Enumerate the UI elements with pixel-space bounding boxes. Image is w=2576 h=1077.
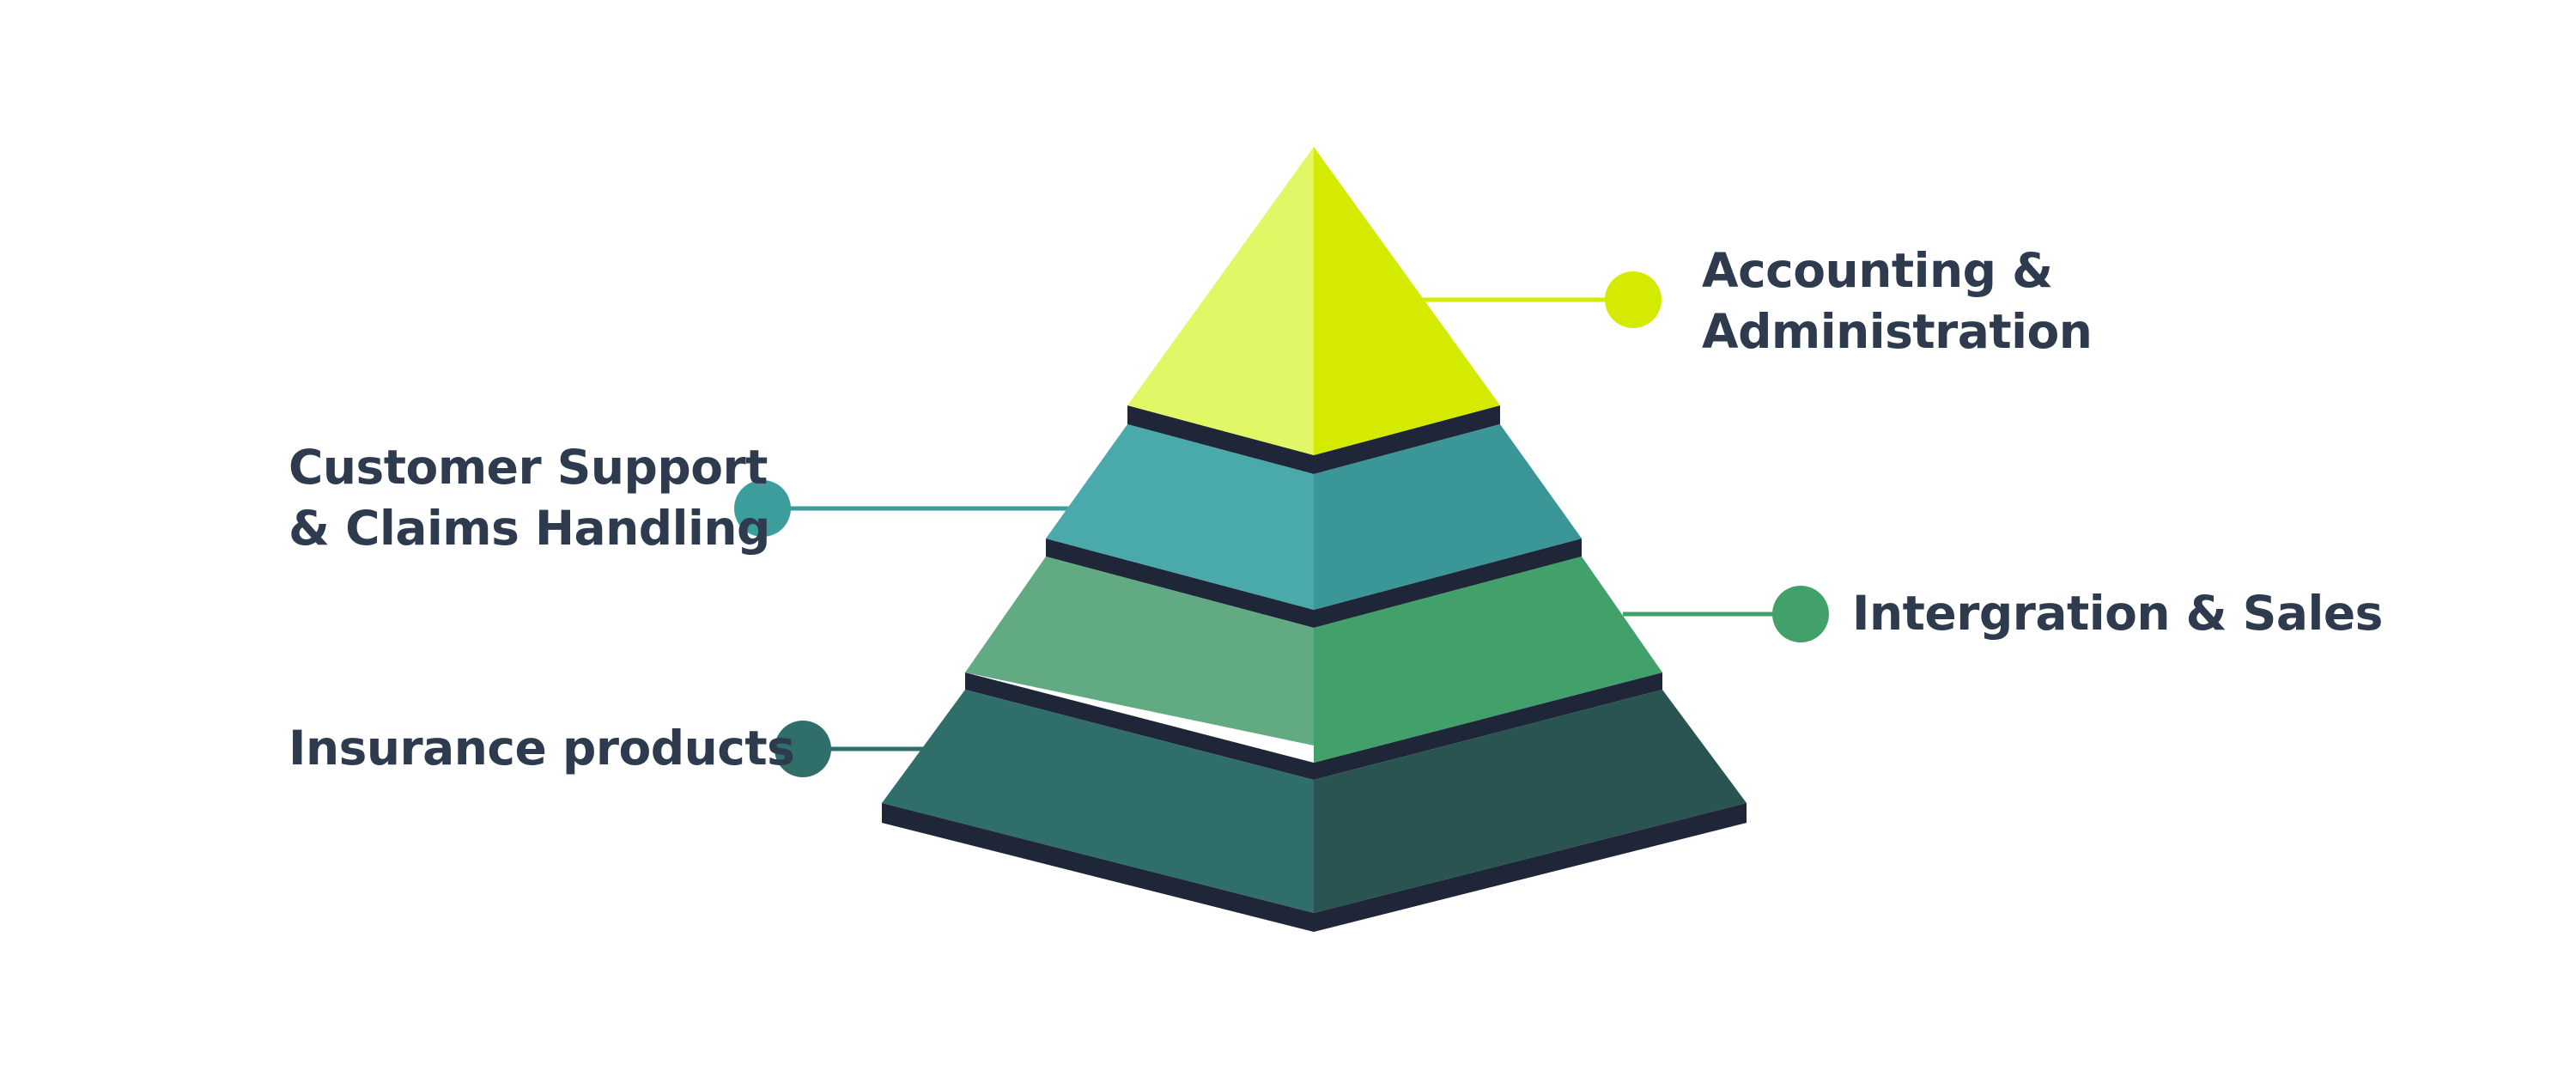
tier-integration-edge: [1046, 538, 1582, 628]
tier-customer-right-face: [1314, 424, 1582, 610]
tier-accounting-right-face: [1314, 147, 1500, 455]
tier-integration: [965, 538, 1662, 763]
tier-customer-edge: [1127, 405, 1500, 474]
dot-insurance: [775, 721, 831, 777]
dot-accounting: [1605, 271, 1662, 328]
tier-integration-right-face: [1314, 557, 1662, 763]
label-insurance-line-1: Insurance products: [289, 721, 795, 776]
tier-customer-left-face: [1046, 424, 1314, 610]
label-integration-line-1: Intergration & Sales: [1852, 586, 2383, 641]
label-customer: Customer Support & Claims Handling: [289, 437, 770, 559]
tier-accounting-left-face: [1127, 147, 1314, 455]
tier-insurance-left-face: [882, 690, 1314, 913]
tier-integration-left-face: [965, 557, 1314, 745]
tier-customer: [1046, 405, 1582, 610]
tier-accounting: [1127, 147, 1500, 455]
dot-integration: [1772, 586, 1829, 642]
label-customer-line-1: Customer Support: [289, 440, 768, 495]
label-accounting-line-2: Administration: [1702, 304, 2093, 359]
label-accounting-line-1: Accounting &: [1702, 243, 2053, 298]
label-customer-line-2: & Claims Handling: [289, 501, 770, 556]
dot-customer: [734, 480, 791, 537]
label-integration: Intergration & Sales: [1852, 583, 2383, 644]
tier-insurance-right-face: [1314, 690, 1747, 913]
label-accounting: Accounting & Administration: [1702, 240, 2093, 362]
tier-insurance: [882, 672, 1747, 932]
label-insurance: Insurance products: [289, 718, 795, 779]
